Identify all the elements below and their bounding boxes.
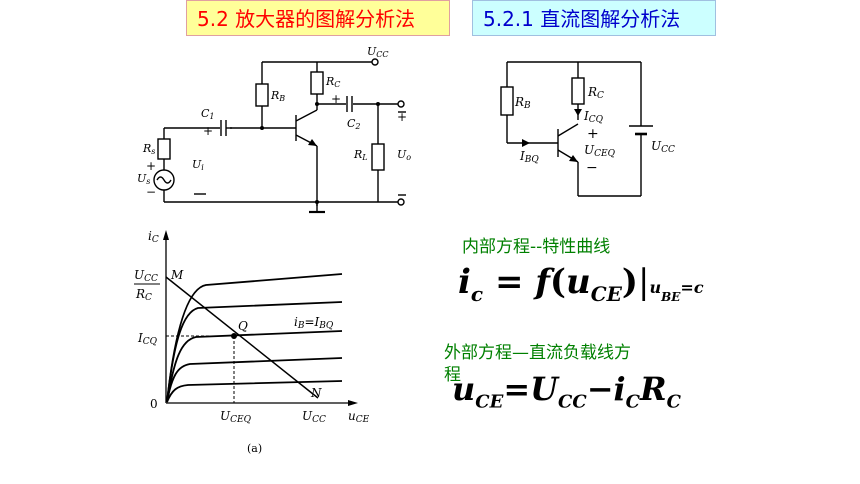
x-axis-label: uCE xyxy=(348,409,370,425)
graph-axes xyxy=(165,236,352,404)
figure-caption: (a) xyxy=(247,442,262,455)
c1-label: C1 xyxy=(201,107,215,121)
ucc-over-rc-denominator: RC xyxy=(135,287,152,303)
emitter-arrow-icon xyxy=(308,139,317,146)
subsection-title: 5.2.1 直流图解分析法 xyxy=(472,0,716,36)
q-point-guides xyxy=(166,335,235,403)
junction-dot xyxy=(315,200,319,204)
point-m-label: M xyxy=(170,268,184,282)
rl-label: RL xyxy=(353,148,368,162)
ibq-arrow-icon xyxy=(522,139,530,147)
source-minus-sign: − xyxy=(146,185,156,199)
uceq-minus-sign: − xyxy=(586,160,598,176)
y-axis-label: iC xyxy=(148,229,159,245)
origin-label: 0 xyxy=(150,397,158,411)
x-axis-arrow-icon xyxy=(348,400,358,406)
vcc-label: UCC xyxy=(367,45,389,59)
emitter-arrow-icon xyxy=(569,155,578,162)
us-label: Us xyxy=(137,172,150,186)
ui-label: Ui xyxy=(192,158,204,172)
characteristic-equation: ic = f(uCE)|uBE=c xyxy=(458,262,704,306)
uceq-label: UCEQ xyxy=(584,143,616,159)
icq-axis-label: ICQ xyxy=(137,331,158,347)
y-axis-arrow-icon xyxy=(163,230,169,240)
rs-label: Rs xyxy=(142,142,155,156)
ib-curve-label: iB=IBQ xyxy=(294,315,334,331)
rb-label: RB xyxy=(270,89,285,103)
junction-dot xyxy=(376,102,380,106)
load-line-equation: uCE=UCC−iCRC xyxy=(452,370,681,413)
rc-label: RC xyxy=(325,75,340,89)
ucc-axis-label: UCC xyxy=(302,409,326,425)
uo-label: Uo xyxy=(397,148,411,162)
dc-load-line xyxy=(165,276,319,399)
c2-label: C2 xyxy=(347,117,361,131)
rc-label: RC xyxy=(587,85,604,101)
point-q-label: Q xyxy=(238,319,248,333)
icq-arrow-icon xyxy=(574,109,582,116)
uceq-plus-sign: + xyxy=(587,126,599,142)
ucc-over-rc-numerator: UCC xyxy=(134,268,158,284)
q-point-dot xyxy=(231,333,237,339)
internal-equation-heading: 内部方程--特性曲线 xyxy=(462,237,611,257)
point-n-label: N xyxy=(310,386,322,400)
dc-path-wires xyxy=(500,61,653,197)
section-title: 5.2 放大器的图解分析法 xyxy=(186,0,450,36)
rb-label: RB xyxy=(514,95,531,111)
junction-dot xyxy=(315,102,319,106)
junction-dot xyxy=(260,126,264,130)
icq-label: ICQ xyxy=(583,109,604,125)
c2-plus-sign: + xyxy=(331,92,341,106)
ibq-label: IBQ xyxy=(519,149,539,165)
amplifier-wires xyxy=(153,58,406,214)
output-plus-sign: + xyxy=(397,110,407,124)
external-equation-heading-continued: 程 xyxy=(444,365,461,385)
external-equation-heading: 外部方程—直流负载线方 xyxy=(444,343,631,363)
source-plus-sign: + xyxy=(146,159,156,173)
uceq-axis-label: UCEQ xyxy=(220,409,252,425)
characteristic-curves xyxy=(166,273,343,403)
ucc-label: UCC xyxy=(651,139,675,155)
c1-plus-sign: + xyxy=(203,124,213,138)
